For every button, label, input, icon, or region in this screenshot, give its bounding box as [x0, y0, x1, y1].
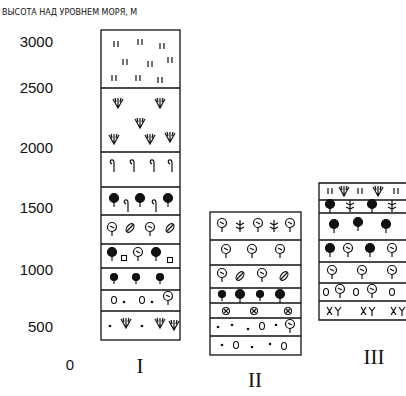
column-ii: [210, 212, 301, 355]
axis-value: 0: [66, 357, 74, 372]
column-label: III: [364, 347, 385, 368]
axis-value: 3000: [20, 34, 53, 49]
axis-value: 1000: [20, 262, 53, 277]
column-i: [101, 30, 180, 340]
column-ii-symbols: [217, 219, 295, 350]
axis-value: 1500: [20, 200, 53, 215]
axis-value: 2500: [20, 80, 53, 95]
axis-value: 500: [28, 319, 53, 334]
column-iii: [319, 183, 406, 320]
column-label: II: [248, 370, 262, 391]
column-i-symbols: [108, 39, 180, 330]
column-label: I: [137, 356, 144, 377]
axis-title: ВЫСОТА НАД УРОВНЕМ МОРЯ, М: [2, 9, 137, 17]
axis-value: 2000: [20, 140, 53, 155]
column-iii-symbols: [324, 186, 406, 316]
